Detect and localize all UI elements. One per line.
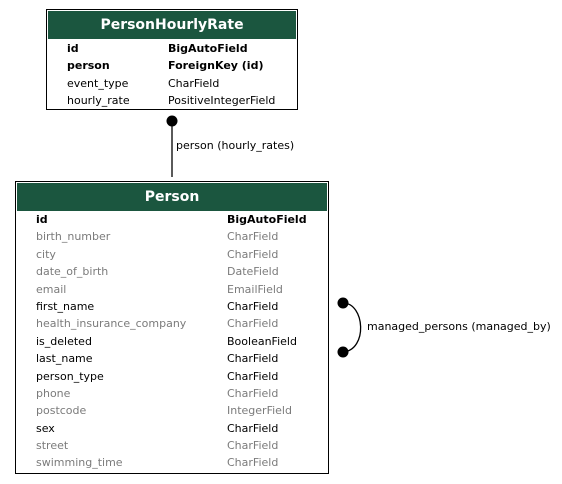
field-type: CharField xyxy=(227,386,279,400)
field-name: id xyxy=(36,213,48,226)
field-type: PositiveIntegerField xyxy=(168,94,276,108)
field-row: id BigAutoField xyxy=(17,211,327,228)
field-type: CharField xyxy=(227,421,279,435)
field-row: email EmailField xyxy=(17,281,327,298)
fk-relation-label: person (hourly_rates) xyxy=(176,139,295,152)
field-type: CharField xyxy=(227,369,279,383)
field-type: CharField xyxy=(168,76,220,90)
field-name: person_type xyxy=(36,369,104,383)
field-row: sex CharField xyxy=(17,420,327,437)
field-row: person_type CharField xyxy=(17,368,327,385)
field-list: id BigAutoField person ForeignKey (id) event… xyxy=(48,39,296,110)
field-type: CharField xyxy=(227,439,279,453)
field-type: BigAutoField xyxy=(227,213,307,226)
field-row: event_type CharField xyxy=(48,75,296,92)
field-type: CharField xyxy=(227,317,279,331)
field-row: person ForeignKey (id) xyxy=(48,57,296,74)
field-name: email xyxy=(36,282,67,296)
m2m-endpoint-dot-top xyxy=(337,297,349,309)
field-row: last_name CharField xyxy=(17,350,327,367)
field-type: CharField xyxy=(227,456,279,470)
m2m-relation-label: managed_persons (managed_by) xyxy=(367,320,551,333)
m2m-edge-managed-persons xyxy=(342,302,362,353)
field-row: swimming_time CharField xyxy=(17,454,327,471)
field-type: CharField xyxy=(227,352,279,366)
field-row: postcode IntegerField xyxy=(17,402,327,419)
field-name: person xyxy=(67,59,110,73)
field-name: sex xyxy=(36,421,55,435)
field-row: health_insurance_company CharField xyxy=(17,315,327,332)
field-type: CharField xyxy=(227,299,279,313)
m2m-endpoint-dot-bottom xyxy=(337,346,349,358)
fk-endpoint-dot xyxy=(166,115,178,127)
model-person-hourly-rate: PersonHourlyRate id BigAutoField person For… xyxy=(46,9,298,110)
field-name: swimming_time xyxy=(36,456,123,470)
field-type: ForeignKey (id) xyxy=(168,59,264,73)
field-name: is_deleted xyxy=(36,334,92,348)
field-type: CharField xyxy=(227,230,279,244)
field-type: BigAutoField xyxy=(168,42,248,55)
field-name: postcode xyxy=(36,404,87,418)
field-row: street CharField xyxy=(17,437,327,454)
field-row: city CharField xyxy=(17,246,327,263)
field-row: date_of_birth DateField xyxy=(17,263,327,280)
field-name: id xyxy=(67,42,79,55)
field-row: first_name CharField xyxy=(17,298,327,315)
field-row: phone CharField xyxy=(17,385,327,402)
field-type: IntegerField xyxy=(227,404,292,418)
field-name: date_of_birth xyxy=(36,265,109,279)
field-row: hourly_rate PositiveIntegerField xyxy=(48,92,296,109)
model-title: Person xyxy=(17,183,327,211)
model-title: PersonHourlyRate xyxy=(48,11,296,39)
field-type: CharField xyxy=(227,247,279,261)
field-row: is_deleted BooleanField xyxy=(17,333,327,350)
field-name: birth_number xyxy=(36,230,111,244)
field-name: first_name xyxy=(36,299,95,313)
field-name: hourly_rate xyxy=(67,94,130,108)
field-row: id BigAutoField xyxy=(48,40,296,57)
field-type: DateField xyxy=(227,265,279,279)
field-row: birth_number CharField xyxy=(17,228,327,245)
field-name: phone xyxy=(36,386,71,400)
field-name: last_name xyxy=(36,352,93,366)
field-type: EmailField xyxy=(227,282,283,296)
field-name: health_insurance_company xyxy=(36,317,187,331)
field-type: BooleanField xyxy=(227,334,297,348)
field-name: street xyxy=(36,439,69,453)
field-name: event_type xyxy=(67,76,129,90)
field-name: city xyxy=(36,247,56,261)
